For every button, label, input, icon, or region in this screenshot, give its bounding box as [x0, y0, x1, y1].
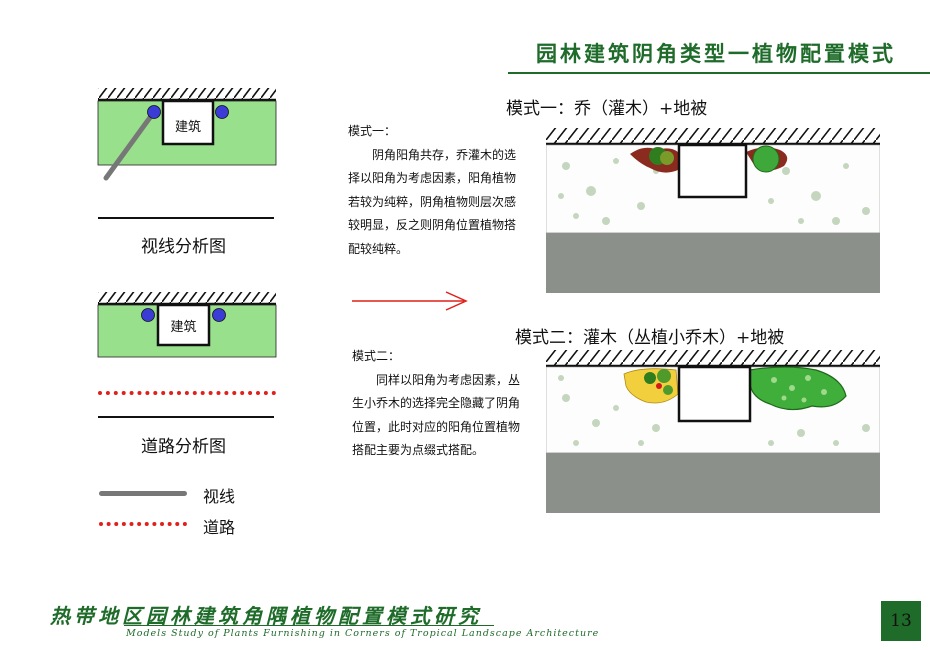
- mode1-planting-plan: [546, 128, 880, 293]
- legend-sight-line-swatch: [99, 491, 187, 496]
- mode2-title: 模式二：灌木（丛植小乔木）+地被: [515, 328, 785, 348]
- mode2-planting-plan: [546, 350, 880, 513]
- legend-road-label: 道路: [203, 518, 236, 537]
- page-header-title: 园林建筑阴角类型一植物配置模式: [536, 42, 896, 66]
- sight-building-label: 建筑: [174, 120, 201, 135]
- mode1-title: 模式一：乔（灌木）+地被: [506, 99, 708, 119]
- road-diagram-baseline: [98, 416, 274, 418]
- red-arrow-icon: [352, 291, 468, 311]
- header-rule: [508, 72, 930, 74]
- legend-sight-label: 视线: [203, 487, 236, 506]
- mode1-description: 模式一： 阴角阳角共存，乔灌木的选择以阳角为考虑因素，阳角植物若较为纯粹，阴角植…: [348, 120, 526, 261]
- road-dotted-line: [98, 391, 276, 395]
- mode1-desc-head: 模式一：: [348, 124, 397, 138]
- sight-analysis-diagram: [97, 88, 277, 181]
- footer-title: 热带地区园林建筑角隅植物配置模式研究: [50, 604, 482, 628]
- sight-diagram-baseline: [98, 217, 274, 219]
- sight-diagram-caption: 视线分析图: [141, 237, 226, 257]
- mode2-description: 模式二： 同样以阳角为考虑因素，丛生小乔木的选择完全隐藏了阴角位置，此时对应的阳…: [352, 345, 530, 463]
- footer-subtitle: Models Study of Plants Furnishing in Cor…: [126, 628, 600, 639]
- page-number-badge: 13: [881, 601, 921, 641]
- legend-road-swatch: [99, 522, 187, 526]
- road-analysis-diagram: [97, 292, 277, 358]
- mode1-desc-body: 阴角阳角共存，乔灌木的选择以阳角为考虑因素，阳角植物若较为纯粹，阴角植物则层次感…: [348, 147, 517, 256]
- road-building-label: 建筑: [170, 320, 197, 335]
- mode2-desc-body: 同样以阳角为考虑因素，丛生小乔木的选择完全隐藏了阴角位置，此时对应的阳角位置植物…: [352, 372, 521, 458]
- footer-rule: [124, 625, 494, 626]
- road-diagram-caption: 道路分析图: [141, 437, 226, 457]
- page-number: 13: [890, 611, 912, 631]
- mode2-desc-head: 模式二：: [352, 349, 401, 363]
